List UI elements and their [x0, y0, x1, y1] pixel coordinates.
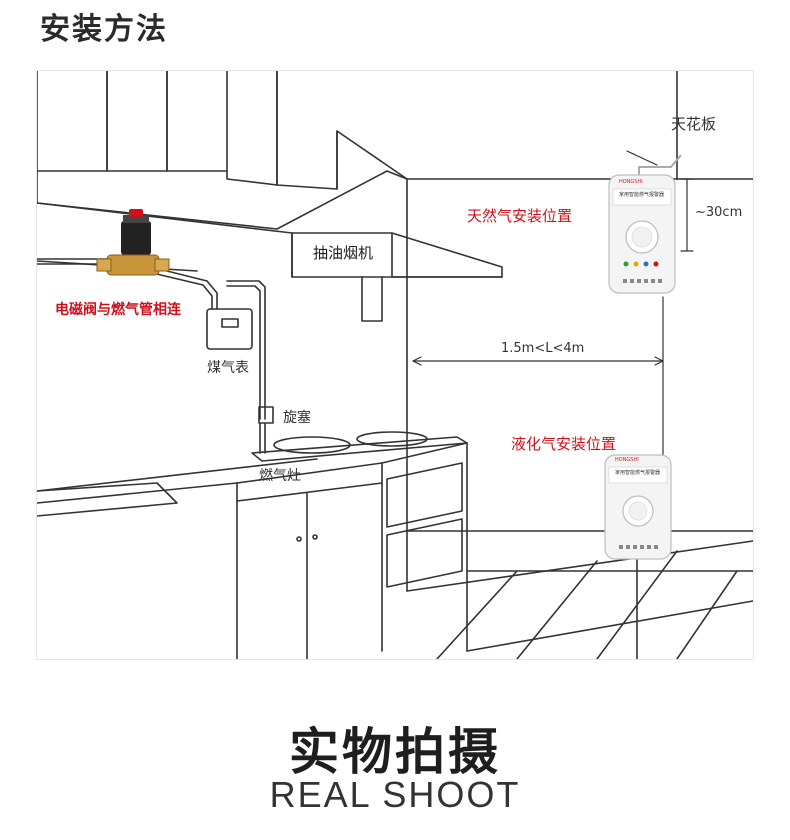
footer-title-cn: 实物拍摄 — [289, 723, 501, 781]
label-gas-meter: 煤气表 — [207, 360, 249, 376]
gas-detector-lower-icon — [604, 454, 672, 560]
label-solenoid-valve: 电磁阀与燃气管相连 — [55, 302, 181, 318]
label-natural-gas-position: 天然气安装位置 — [467, 207, 573, 225]
label-lpg-position: 液化气安装位置 — [511, 435, 617, 453]
section-title: 安装方法 — [40, 12, 168, 47]
kitchen-line-drawing — [37, 71, 753, 659]
label-plug-valve: 旋塞 — [283, 410, 311, 426]
label-gas-stove: 燃气灶 — [259, 468, 301, 484]
installation-diagram: HONGSHI 家用智能燃气报警器 HONGSHI 家用智能燃气报警器 天花板 … — [36, 70, 754, 660]
detector-lower-brand: HONGSHI — [615, 457, 639, 463]
label-ceiling: 天花板 — [671, 115, 717, 133]
detector-lower-name: 家用智能燃气报警器 — [615, 470, 661, 476]
label-range-hood: 抽油烟机 — [313, 244, 374, 262]
label-distance-top: ~30cm — [695, 205, 743, 220]
detector-upper-name: 家用智能燃气报警器 — [619, 192, 665, 198]
solenoid-valve-icon — [96, 209, 170, 276]
gas-detector-upper-icon — [608, 154, 682, 294]
label-horizontal-distance: 1.5m<L<4m — [501, 341, 585, 356]
footer-title-en: REAL SHOOT — [269, 774, 521, 815]
detector-upper-brand: HONGSHI — [619, 179, 643, 185]
